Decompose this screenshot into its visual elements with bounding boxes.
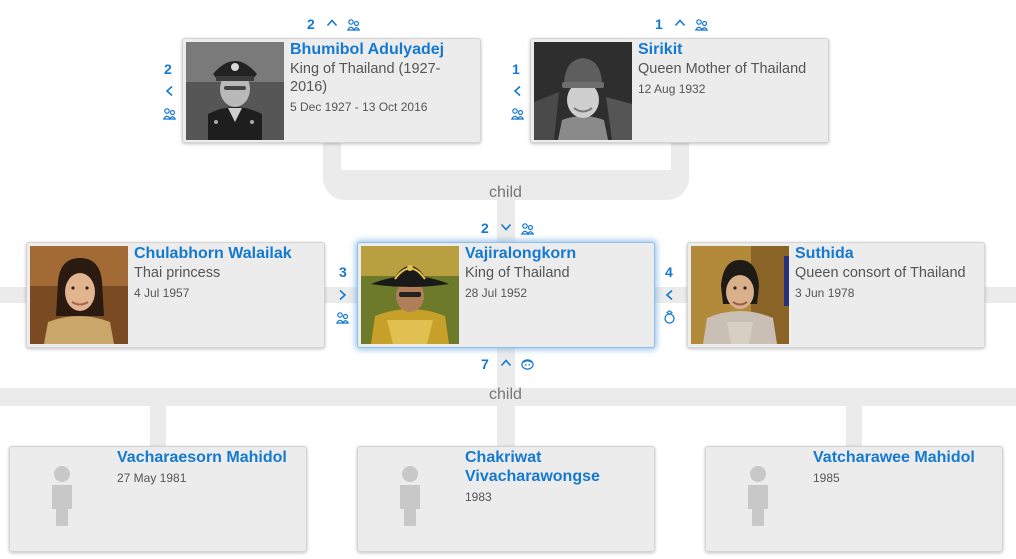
spouse-left-title: Thai princess	[134, 265, 221, 281]
spouse-right-expand-left-chevron-icon[interactable]	[665, 289, 674, 301]
spouse-right-dates: 3 Jun 1978	[795, 286, 855, 300]
spouse-line-right	[655, 287, 687, 303]
children-relation-label: child	[489, 386, 522, 403]
child-drop-left	[150, 404, 166, 446]
focus-title: King of Thailand	[465, 265, 570, 281]
spouse-right-count[interactable]: 4	[665, 264, 673, 280]
spouse-right-name-link[interactable]: Suthida	[795, 245, 854, 262]
father-title: King of Thailand (1927-2016)	[290, 61, 441, 95]
person-card-focus[interactable]: Vajiralongkorn King of Thailand 28 Jul 1…	[357, 242, 655, 348]
person-silhouette-icon	[50, 465, 74, 532]
spouse-left-photo	[30, 246, 128, 344]
father-spouses-people-icon[interactable]	[163, 108, 176, 120]
person-silhouette-icon	[398, 465, 422, 532]
focus-children-count[interactable]: 7	[481, 356, 489, 372]
spouse-left-expand-right-chevron-icon[interactable]	[338, 289, 347, 301]
mother-siblings-count[interactable]: 1	[512, 61, 520, 77]
spouse-left-people-icon[interactable]	[336, 312, 349, 324]
focus-parents-count[interactable]: 2	[481, 220, 489, 236]
mother-photo	[534, 42, 632, 140]
spouse-left-count[interactable]: 3	[339, 264, 347, 280]
spouse-right-marriage-ring-icon[interactable]	[663, 310, 676, 324]
mother-expand-left-chevron-icon[interactable]	[513, 85, 522, 97]
mother-ancestors-count[interactable]: 1	[655, 16, 663, 32]
mother-expand-up-chevron-icon[interactable]	[674, 18, 686, 27]
focus-dates: 28 Jul 1952	[465, 286, 528, 300]
mother-name-link[interactable]: Sirikit	[638, 41, 683, 58]
parents-relation-label: child	[489, 184, 522, 201]
person-card-spouse-right[interactable]: Suthida Queen consort of Thailand 3 Jun …	[687, 242, 985, 348]
children-bar	[0, 388, 1016, 406]
father-photo	[186, 42, 284, 140]
person-card-child-1[interactable]: Vacharaesorn Mahidol 27 May 1981	[9, 446, 307, 552]
mother-title: Queen Mother of Thailand	[638, 61, 807, 77]
father-parents-people-icon[interactable]	[347, 19, 360, 31]
child-3-name-link[interactable]: Vatcharawee Mahidol	[813, 449, 975, 466]
person-card-father[interactable]: Bhumibol Adulyadej King of Thailand (192…	[182, 38, 481, 143]
person-silhouette-icon	[746, 465, 770, 532]
focus-children-face-icon[interactable]	[521, 358, 534, 370]
focus-photo	[361, 246, 459, 344]
father-ancestors-count[interactable]: 2	[307, 16, 315, 32]
focus-parents-people-icon[interactable]	[521, 223, 534, 235]
child-drop-right	[846, 404, 862, 446]
focus-name-link[interactable]: Vajiralongkorn	[465, 245, 577, 262]
spouse-line-left	[325, 287, 358, 303]
child-1-name-link[interactable]: Vacharaesorn Mahidol	[117, 449, 287, 466]
child-1-dates: 27 May 1981	[117, 471, 187, 485]
father-expand-up-chevron-icon[interactable]	[326, 18, 338, 27]
father-dates: 5 Dec 1927 - 13 Oct 2016	[290, 100, 428, 114]
mother-parents-people-icon[interactable]	[695, 19, 708, 31]
parents-connector-bar	[323, 170, 689, 200]
child-2-name-link[interactable]: Chakriwat Vivacharawongse	[465, 449, 600, 485]
focus-collapse-parents-chevron-icon[interactable]	[500, 223, 512, 232]
person-card-spouse-left[interactable]: Chulabhorn Walailak Thai princess 4 Jul …	[26, 242, 325, 348]
mother-dates: 12 Aug 1932	[638, 82, 706, 96]
father-expand-left-chevron-icon[interactable]	[165, 85, 174, 97]
person-card-mother[interactable]: Sirikit Queen Mother of Thailand 12 Aug …	[530, 38, 829, 143]
parents-to-focus-connector	[497, 198, 515, 242]
child-3-dates: 1985	[813, 471, 840, 485]
person-card-child-2[interactable]: Chakriwat Vivacharawongse 1983	[357, 446, 655, 552]
child-2-dates: 1983	[465, 490, 492, 504]
spouse-line-right-edge	[985, 287, 1016, 303]
spouse-left-name-link[interactable]: Chulabhorn Walailak	[134, 245, 292, 262]
spouse-right-title: Queen consort of Thailand	[795, 265, 966, 281]
focus-expand-children-chevron-icon[interactable]	[500, 358, 512, 367]
father-siblings-count[interactable]: 2	[164, 61, 172, 77]
spouse-line-left-edge	[0, 287, 27, 303]
spouse-right-photo	[691, 246, 789, 344]
person-card-child-3[interactable]: Vatcharawee Mahidol 1985	[705, 446, 1003, 552]
spouse-left-dates: 4 Jul 1957	[134, 286, 190, 300]
mother-spouses-people-icon[interactable]	[511, 108, 524, 120]
father-name-link[interactable]: Bhumibol Adulyadej	[290, 41, 445, 58]
